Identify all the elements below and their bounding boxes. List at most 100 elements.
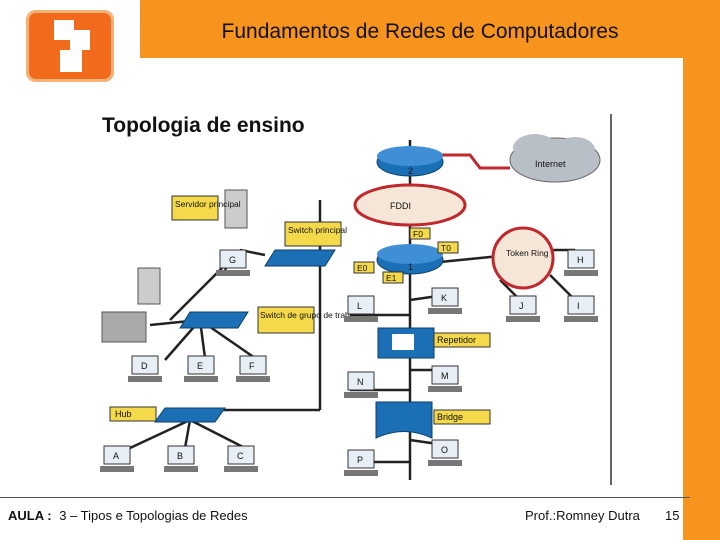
router-top-icon: 2 [376, 146, 444, 177]
host-label: I [577, 301, 580, 311]
keyboard-icon [344, 470, 378, 476]
hosts: G H L K J I D E F N M A B C P O [100, 249, 598, 476]
monitor-icon [509, 295, 537, 315]
host-pc-e: E [184, 355, 218, 382]
keyboard-icon [344, 316, 378, 322]
callout-switch-grupo: Switch de grupo de trabalho [257, 306, 366, 334]
page-title: Fundamentos de Redes de Computadores [221, 20, 619, 43]
internet-label: Internet [535, 159, 566, 169]
keyboard-icon [564, 316, 598, 322]
keyboard-icon [216, 270, 250, 276]
monitor-icon [431, 365, 459, 385]
host-pc-p: P [344, 449, 378, 476]
monitor-icon [227, 445, 255, 465]
switch-grupo-icon [179, 311, 249, 329]
callout-switch-grupo-text: Switch de grupo de trabalho [260, 310, 366, 320]
host-pc-o: O [428, 439, 462, 466]
footer-topic: 3 – Tipos e Topologias de Redes [59, 508, 248, 523]
host-label: L [357, 301, 362, 311]
monitor-icon [219, 249, 247, 269]
keyboard-icon [564, 270, 598, 276]
header-bar [140, 0, 720, 58]
router-mid-label: 1 [408, 262, 413, 272]
hub-icon [154, 407, 226, 423]
callout-switch-principal: Switch principal [284, 221, 347, 247]
footer-course-label: AULA : [8, 508, 52, 523]
host-pc-d: D [128, 355, 162, 382]
monitor-icon [567, 249, 595, 269]
host-pc-b: B [164, 445, 198, 472]
side-bar [683, 58, 720, 540]
host-pc-l: L [344, 295, 378, 322]
callout-servidor: Servidor principal [171, 195, 241, 221]
keyboard-icon [428, 460, 462, 466]
callout-hub: Hub [109, 406, 157, 422]
port-f0-label: F0 [413, 229, 423, 239]
repeater-screen [392, 334, 414, 350]
monitor-icon [347, 371, 375, 391]
host-pc-a: A [100, 445, 134, 472]
host-pc-g: G [216, 249, 250, 276]
keyboard-icon [164, 466, 198, 472]
fddi-label: FDDI [390, 201, 411, 211]
host-pc-m: M [428, 365, 462, 392]
router-top-label: 2 [408, 166, 413, 176]
keyboard-icon [428, 386, 462, 392]
monitor-icon [431, 439, 459, 459]
monitor-icon [347, 449, 375, 469]
host-label: B [177, 451, 183, 461]
monitor-icon [567, 295, 595, 315]
page-number: 15 [665, 508, 680, 523]
callout-bridge: Bridge [433, 409, 491, 425]
host-label: D [141, 361, 148, 371]
monitor-icon [167, 445, 195, 465]
callout-repetidor-text: Repetidor [437, 335, 476, 345]
app-logo [26, 10, 114, 82]
monitor-icon [431, 287, 459, 307]
callout-repetidor: Repetidor [433, 332, 491, 348]
internet-cloud-icon: Internet [509, 134, 601, 183]
monitor-icon [131, 355, 159, 375]
monitor-icon [187, 355, 215, 375]
host-label: G [229, 255, 236, 265]
bridge-icon [375, 401, 433, 439]
token-ring-label: Token Ring [506, 248, 549, 258]
host-label: H [577, 255, 584, 265]
server-icon [101, 189, 248, 343]
host-label: P [357, 455, 363, 465]
fddi-ring: FDDI [353, 183, 467, 227]
keyboard-icon [128, 376, 162, 382]
keyboard-icon [236, 376, 270, 382]
switch-principal-icon [264, 249, 336, 267]
callout-switch-principal-text: Switch principal [288, 225, 347, 235]
wan-link [440, 153, 510, 170]
callout-bridge-text: Bridge [437, 412, 463, 422]
port-t0 [437, 241, 459, 254]
footer-author: Prof.:Romney Dutra [525, 508, 640, 523]
callout-servidor-text: Servidor principal [175, 199, 241, 209]
host-label: M [441, 371, 449, 381]
host-label: F [249, 361, 255, 371]
host-pc-h: H [564, 249, 598, 276]
host-pc-n: N [344, 371, 378, 398]
callout-hub-text: Hub [115, 409, 132, 419]
host-label: C [237, 451, 244, 461]
token-ring: Token Ring [491, 226, 555, 290]
keyboard-icon [100, 466, 134, 472]
host-label: E [197, 361, 203, 371]
host-label: N [357, 377, 364, 387]
host-label: O [441, 445, 448, 455]
logo-icon [54, 20, 90, 72]
router-mid-icon: 1 [376, 244, 444, 275]
footer-divider [0, 497, 690, 498]
host-pc-f: F [236, 355, 270, 382]
keyboard-icon [224, 466, 258, 472]
port-e0 [353, 261, 375, 274]
host-label: J [519, 301, 524, 311]
port-e1 [382, 271, 404, 284]
port-e0-label: E0 [357, 263, 368, 273]
monitor-icon [347, 295, 375, 315]
host-pc-c: C [224, 445, 258, 472]
monitor-icon [103, 445, 131, 465]
host-label: K [441, 293, 447, 303]
